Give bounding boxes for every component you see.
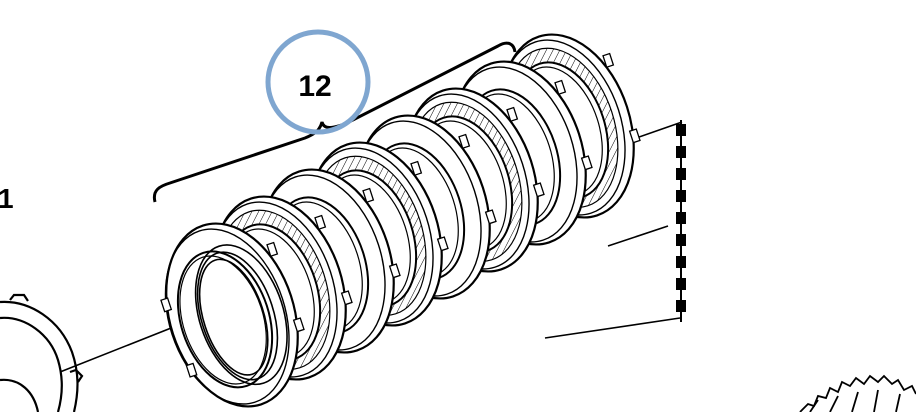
callout-number-1: 1 xyxy=(0,183,14,214)
assembly-bracket-right xyxy=(676,120,686,322)
callout-number-12: 12 xyxy=(298,70,331,103)
bracket-dash xyxy=(676,212,686,224)
callout-highlight-circle xyxy=(265,29,371,135)
bracket-dash xyxy=(676,256,686,268)
bracket-dash xyxy=(676,190,686,202)
bracket-dash xyxy=(676,124,686,136)
bracket-dash xyxy=(676,168,686,180)
bracket-dash xyxy=(676,146,686,158)
inner-ring-stack xyxy=(194,244,288,386)
gear-teeth-icon xyxy=(799,374,916,412)
bracket-dash xyxy=(676,300,686,312)
splined-hub-icon xyxy=(0,293,84,412)
bracket-dash xyxy=(676,278,686,290)
bracket-dash xyxy=(676,234,686,246)
clutch-pack-diagram xyxy=(160,33,641,408)
group-bracket xyxy=(152,41,517,203)
